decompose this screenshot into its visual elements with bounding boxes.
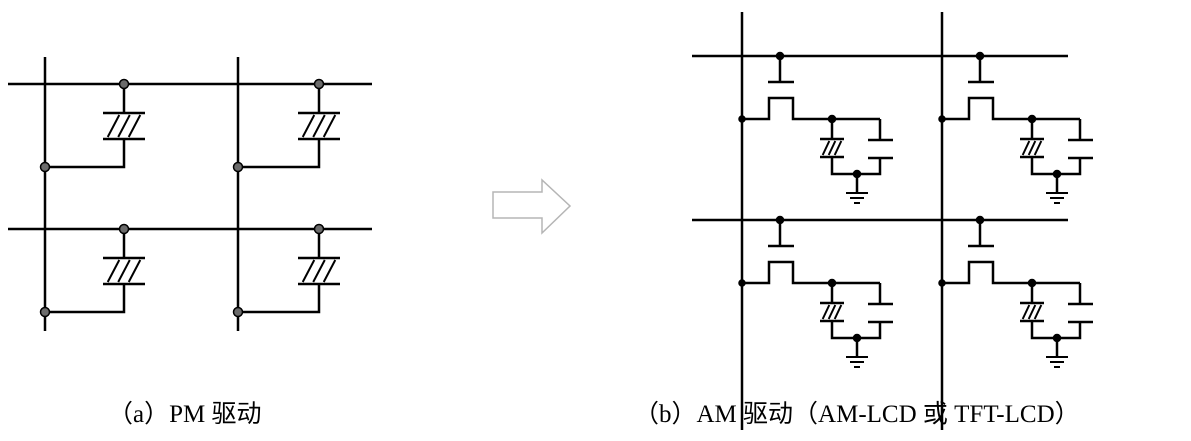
pm-column-node bbox=[232, 161, 244, 173]
pixel-node bbox=[1027, 278, 1037, 288]
tft-channel bbox=[942, 260, 1080, 285]
lc-hatch-line bbox=[833, 140, 843, 156]
pm-column-node bbox=[232, 306, 244, 318]
lc-hatch-line bbox=[301, 114, 316, 138]
am-pixel-cell bbox=[738, 51, 893, 204]
lc-capacitor-icon bbox=[298, 111, 340, 141]
ground-node bbox=[852, 169, 862, 179]
caption-pm-drive: （a）PM 驱动 bbox=[108, 401, 262, 428]
data-node bbox=[738, 279, 746, 287]
pm-row-node bbox=[118, 78, 130, 90]
data-node bbox=[938, 115, 946, 123]
pm-cell-return bbox=[45, 284, 126, 314]
am-pixel-cell bbox=[938, 215, 1093, 368]
tft-transistor-icon bbox=[942, 56, 1080, 121]
lc-hatch-line bbox=[1027, 140, 1037, 156]
pm-pixel-cell bbox=[232, 78, 340, 173]
gate-node bbox=[975, 215, 985, 225]
lc-hatch-line bbox=[827, 140, 837, 156]
storage-capacitor-icon bbox=[868, 283, 893, 324]
lc-hatch-line bbox=[1033, 140, 1043, 156]
lc-hatch-line bbox=[1021, 140, 1031, 156]
gate-node bbox=[775, 51, 785, 61]
lc-hatch-line bbox=[821, 304, 831, 320]
am-pixel-cell bbox=[938, 51, 1093, 204]
arrow-right-icon bbox=[492, 178, 572, 235]
lc-hatch-line bbox=[117, 114, 131, 138]
tft-transistor-icon bbox=[942, 220, 1080, 285]
lc-hatch-line bbox=[301, 259, 316, 283]
tft-channel bbox=[742, 96, 880, 121]
pixel-node bbox=[827, 278, 837, 288]
lc-hatch-line bbox=[127, 259, 142, 283]
lc-hatch-line bbox=[117, 259, 131, 283]
lc-hatch-line bbox=[322, 259, 337, 283]
caption-am-drive: （b）AM 驱动（AM-LCD 或 TFT-LCD） bbox=[634, 401, 1080, 428]
lc-hatch-line bbox=[106, 259, 121, 283]
pm-pixel-cell bbox=[39, 78, 145, 173]
lc-capacitor-icon bbox=[298, 256, 340, 286]
lc-hatch-line bbox=[322, 114, 337, 138]
storage-capacitor-icon bbox=[868, 119, 893, 160]
pm-column-node bbox=[39, 306, 51, 318]
tft-channel bbox=[942, 96, 1080, 121]
pm-column-node bbox=[39, 161, 51, 173]
storage-capacitor-icon bbox=[1068, 119, 1093, 160]
lc-hatch-line bbox=[821, 140, 831, 156]
pixel-node bbox=[827, 114, 837, 124]
ground-icon bbox=[1046, 338, 1068, 368]
lc-hatch-line bbox=[827, 304, 837, 320]
lc-hatch-line bbox=[833, 304, 843, 320]
ground-node bbox=[1052, 169, 1062, 179]
pm-row-node bbox=[313, 223, 325, 235]
storage-capacitor-icon bbox=[1068, 283, 1093, 324]
lc-capacitor-icon bbox=[820, 137, 844, 159]
lc-capacitor-icon bbox=[1020, 137, 1044, 159]
data-node bbox=[938, 279, 946, 287]
pm-cell-return bbox=[45, 139, 126, 169]
pm-pixel-cell bbox=[39, 223, 145, 318]
ground-node bbox=[1052, 333, 1062, 343]
lc-hatch-line bbox=[106, 114, 121, 138]
lc-capacitor-icon bbox=[1020, 301, 1044, 323]
gate-node bbox=[775, 215, 785, 225]
data-node bbox=[738, 115, 746, 123]
lc-hatch-line bbox=[127, 114, 142, 138]
pm-pixel-cell bbox=[232, 223, 340, 318]
tft-transistor-icon bbox=[742, 220, 880, 285]
pm-cell-return bbox=[238, 284, 321, 314]
lc-capacitor-icon bbox=[103, 111, 145, 141]
lc-capacitor-icon bbox=[103, 256, 145, 286]
ground-icon bbox=[846, 174, 868, 204]
pm-cell-return bbox=[238, 139, 321, 169]
am-matrix-circuit bbox=[692, 12, 1093, 430]
gate-node bbox=[975, 51, 985, 61]
am-pixel-cell bbox=[738, 215, 893, 368]
lc-hatch-line bbox=[1033, 304, 1043, 320]
lc-capacitor-icon bbox=[820, 301, 844, 323]
pixel-node bbox=[1027, 114, 1037, 124]
tft-transistor-icon bbox=[742, 56, 880, 121]
ground-node bbox=[852, 333, 862, 343]
tft-channel bbox=[742, 260, 880, 285]
lc-hatch-line bbox=[1021, 304, 1031, 320]
pm-row-node bbox=[313, 78, 325, 90]
lc-hatch-line bbox=[312, 259, 326, 283]
lc-hatch-line bbox=[1027, 304, 1037, 320]
lc-hatch-line bbox=[312, 114, 326, 138]
pm-matrix-circuit bbox=[8, 57, 372, 331]
ground-icon bbox=[1046, 174, 1068, 204]
ground-icon bbox=[846, 338, 868, 368]
pm-row-node bbox=[118, 223, 130, 235]
